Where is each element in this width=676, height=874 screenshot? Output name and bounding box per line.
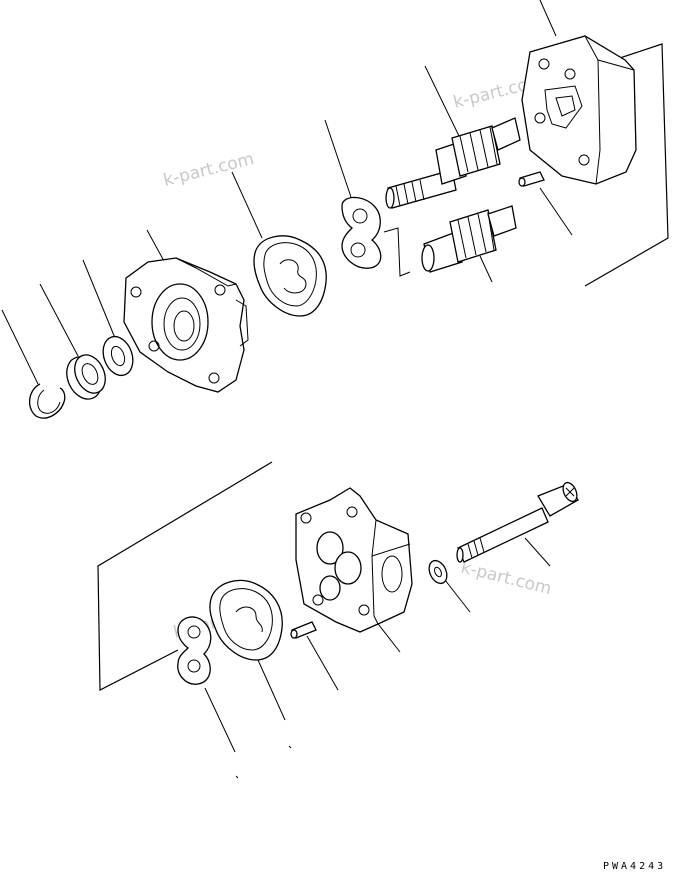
watermark: k-part.com bbox=[459, 557, 554, 599]
through-bolt bbox=[456, 481, 579, 563]
dowel-pin-top bbox=[518, 171, 545, 187]
flat-washer-top bbox=[102, 335, 134, 377]
front-housing bbox=[123, 257, 249, 393]
bolt-washer bbox=[428, 559, 448, 585]
top-group-bracket bbox=[383, 43, 669, 287]
oil-seal bbox=[66, 354, 106, 400]
seal-gasket-top bbox=[253, 235, 327, 317]
wear-plate-top bbox=[341, 196, 382, 269]
seal-gasket-bottom bbox=[209, 579, 283, 661]
wear-plate-bottom bbox=[177, 616, 212, 685]
bottom-group-bracket bbox=[97, 461, 273, 691]
dowel-pin-bottom bbox=[290, 621, 317, 639]
snap-ring bbox=[29, 383, 66, 419]
watermark: k-part.com bbox=[161, 149, 256, 191]
drive-gear-shaft bbox=[385, 117, 521, 209]
gear-housing bbox=[295, 487, 413, 633]
drawing-code: PWA4243 bbox=[603, 861, 666, 872]
rear-cover bbox=[521, 35, 637, 185]
driven-gear bbox=[421, 205, 517, 273]
